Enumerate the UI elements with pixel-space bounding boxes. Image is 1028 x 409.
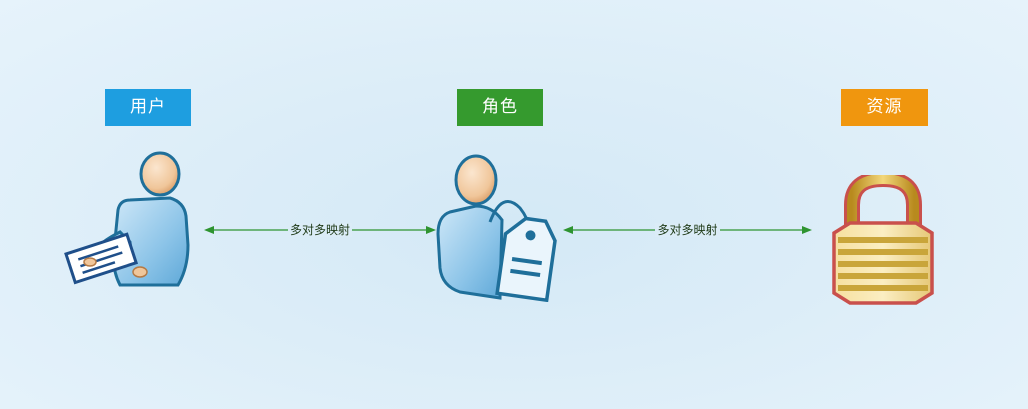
role-label: 角色 xyxy=(457,89,543,126)
connector-role-resource: 多对多映射 xyxy=(563,221,812,239)
resource-label: 资源 xyxy=(841,89,928,126)
double-arrow-icon xyxy=(563,226,812,234)
connector-user-role: 多对多映射 xyxy=(204,221,436,239)
padlock-icon xyxy=(828,170,938,307)
user-with-tag-icon xyxy=(430,150,570,303)
double-arrow-icon xyxy=(204,226,436,234)
user-label: 用户 xyxy=(105,89,191,126)
user-with-document-icon xyxy=(60,150,210,300)
